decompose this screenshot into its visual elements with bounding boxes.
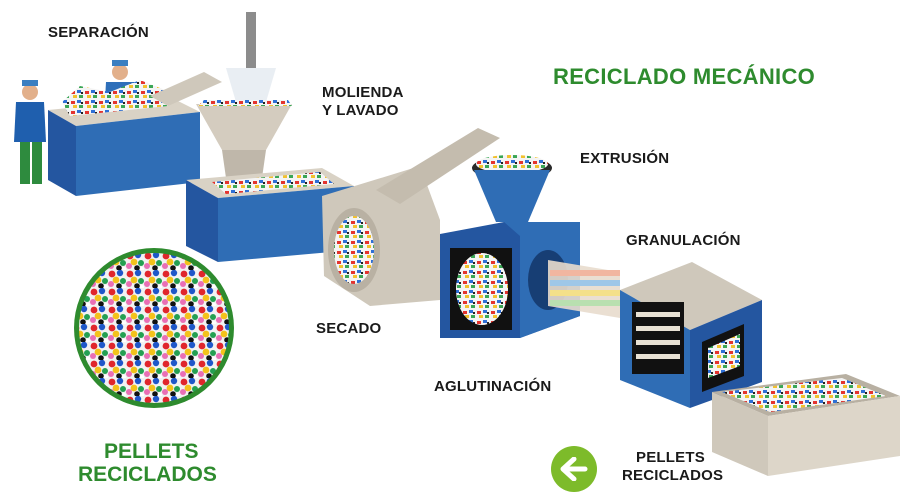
sorting-box: [48, 72, 222, 196]
extrusion-machine: [440, 155, 580, 338]
drying-drum: [322, 128, 500, 306]
step-label-molienda-line1: MOLIENDA: [322, 84, 404, 101]
diagram-title: RECICLADO MECÁNICO: [553, 64, 816, 89]
step-label-pellets-line2: RECICLADOS: [622, 467, 724, 484]
step-label-separacion: SEPARACIÓN: [48, 24, 149, 41]
step-label-pellets-line1: PELLETS: [636, 449, 705, 466]
arrow-left-icon: [560, 457, 588, 481]
step-label-secado: SECADO: [316, 320, 382, 337]
extruded-strands: [548, 260, 620, 318]
grinder-machine: [186, 100, 354, 262]
worker-left-icon: [14, 80, 46, 184]
water-spray: [226, 68, 276, 102]
granulation-machine: [620, 262, 762, 408]
pellets-inset-image: [74, 248, 234, 408]
step-label-extrusion: EXTRUSIÓN: [580, 150, 670, 167]
inset-caption-line1: PELLETS: [104, 440, 199, 463]
step-label-aglutinacion: AGLUTINACIÓN: [434, 378, 552, 395]
step-label-granulacion: GRANULACIÓN: [626, 232, 741, 249]
water-pipe: [246, 12, 256, 68]
inset-caption-line2: RECICLADOS: [78, 463, 217, 486]
back-button[interactable]: [551, 446, 597, 492]
pellets-tray: [712, 374, 900, 476]
step-label-molienda-line2: Y LAVADO: [322, 102, 399, 119]
